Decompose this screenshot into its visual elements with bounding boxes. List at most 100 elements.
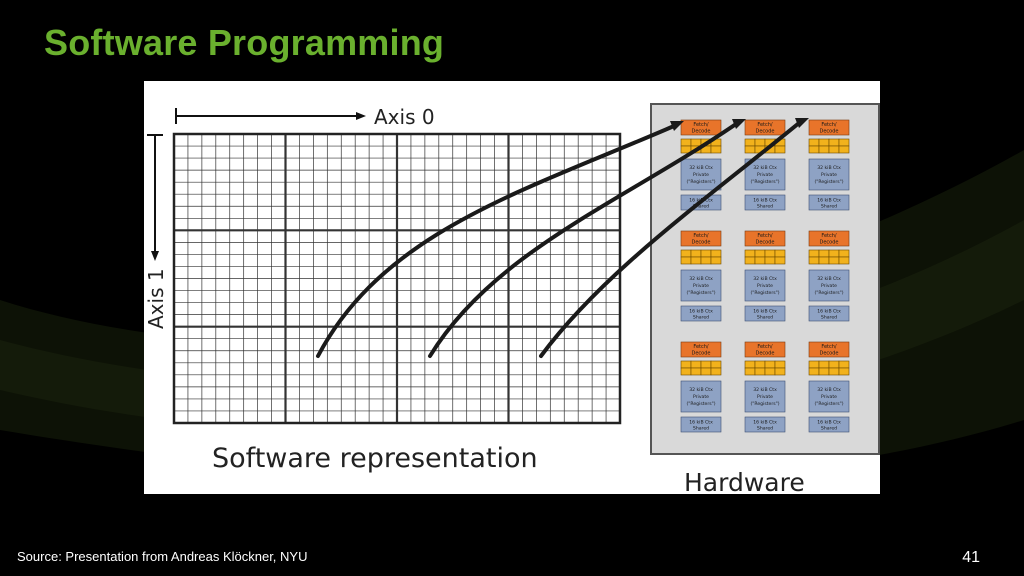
alu-cell: [744, 249, 756, 258]
private-ctx-label: 32 kiB Ctx: [753, 387, 777, 393]
private-ctx-block: [744, 380, 786, 413]
private-ctx-block: [808, 158, 850, 191]
fetch-label: Decode: [756, 351, 775, 357]
fetch-label: Decode: [692, 351, 711, 357]
private-ctx-block: [744, 269, 786, 302]
alu-cell: [764, 360, 776, 369]
alu-cell: [838, 145, 850, 154]
slide-title: Software Programming: [44, 22, 445, 63]
shared-ctx-label: Shared: [693, 426, 709, 432]
private-ctx-label: ("Registers"): [814, 401, 843, 407]
alu-cell: [764, 249, 776, 258]
alu-cell: [774, 256, 786, 265]
alu-cell: [838, 249, 850, 258]
alu-cell: [828, 256, 840, 265]
alu-cell: [754, 367, 766, 376]
shared-ctx-block: [680, 416, 722, 433]
private-ctx-label: ("Registers"): [686, 401, 715, 407]
axis1-arrow: [147, 134, 163, 261]
private-ctx-label: Private: [693, 172, 709, 178]
hardware-caption: Hardware: [684, 468, 805, 494]
fetch-decode-block: [680, 341, 722, 358]
alu-cell: [818, 145, 830, 154]
fetch-label: Decode: [820, 240, 839, 246]
mapping-arrowheads: [670, 118, 809, 131]
shared-ctx-label: 16 kiB Ctx: [817, 198, 841, 204]
private-ctx-label: Private: [821, 394, 837, 400]
alu-cell: [808, 138, 820, 147]
alu-cell: [690, 138, 702, 147]
alu-cell: [774, 145, 786, 154]
fetch-label: Decode: [692, 129, 711, 135]
alu-cell: [690, 367, 702, 376]
alu-cell: [710, 256, 722, 265]
alu-cell: [700, 249, 712, 258]
software-grid: [172, 132, 622, 425]
private-ctx-block: [680, 269, 722, 302]
diagram-figure: Axis 0 Axis 1 Software representation Fe…: [144, 81, 880, 494]
shared-ctx-label: 16 kiB Ctx: [817, 420, 841, 426]
alu-cell: [838, 256, 850, 265]
alu-cell: [680, 249, 692, 258]
shared-ctx-block: [744, 416, 786, 433]
alu-cell: [818, 138, 830, 147]
alu-cell: [680, 256, 692, 265]
private-ctx-label: ("Registers"): [814, 290, 843, 296]
alu-cell: [764, 256, 776, 265]
private-ctx-label: 32 kiB Ctx: [689, 165, 713, 171]
shared-ctx-block: [680, 305, 722, 322]
private-ctx-label: 32 kiB Ctx: [817, 276, 841, 282]
shared-ctx-label: 16 kiB Ctx: [689, 420, 713, 426]
alu-cell: [744, 367, 756, 376]
private-ctx-label: Private: [757, 394, 773, 400]
fetch-label: Decode: [756, 240, 775, 246]
shared-ctx-label: 16 kiB Ctx: [689, 309, 713, 315]
private-ctx-label: 32 kiB Ctx: [689, 387, 713, 393]
fetch-label: Fetch/: [757, 344, 773, 350]
private-ctx-label: ("Registers"): [814, 179, 843, 185]
shared-ctx-label: Shared: [693, 204, 709, 210]
alu-cell: [754, 256, 766, 265]
page-number: 41: [962, 549, 980, 566]
alu-cell: [710, 367, 722, 376]
private-ctx-block: [808, 269, 850, 302]
fetch-label: Fetch/: [821, 122, 837, 128]
alu-cell: [710, 145, 722, 154]
shared-ctx-label: 16 kiB Ctx: [753, 309, 777, 315]
shared-ctx-block: [808, 194, 850, 211]
grid-border: [172, 132, 622, 425]
fetch-decode-block: [744, 119, 786, 136]
fetch-label: Decode: [820, 351, 839, 357]
mapping-arrow-1: [316, 124, 676, 358]
alu-cell: [754, 249, 766, 258]
shared-ctx-label: 16 kiB Ctx: [753, 198, 777, 204]
alu-cell: [774, 360, 786, 369]
alu-cell: [808, 360, 820, 369]
alu-cell: [700, 367, 712, 376]
private-ctx-label: ("Registers"): [750, 290, 779, 296]
private-ctx-label: 32 kiB Ctx: [689, 276, 713, 282]
private-ctx-block: [680, 158, 722, 191]
alu-cell: [680, 360, 692, 369]
alu-cell: [690, 249, 702, 258]
fetch-decode-block: [744, 230, 786, 247]
alu-cell: [744, 138, 756, 147]
alu-cell: [818, 249, 830, 258]
fetch-decode-block: [680, 119, 722, 136]
alu-cell: [838, 367, 850, 376]
alu-cell: [744, 256, 756, 265]
mapping-arrowhead-3: [795, 118, 809, 128]
fetch-label: Fetch/: [821, 233, 837, 239]
fetch-label: Fetch/: [693, 233, 709, 239]
mapping-arrowhead-2: [732, 119, 746, 129]
shared-ctx-label: 16 kiB Ctx: [817, 309, 841, 315]
private-ctx-label: Private: [693, 394, 709, 400]
diagram-canvas: Axis 0 Axis 1 Software representation Fe…: [144, 103, 880, 494]
fetch-label: Fetch/: [693, 122, 709, 128]
shared-ctx-block: [808, 305, 850, 322]
axis1-label: Axis 1: [144, 268, 168, 329]
alu-cell: [818, 256, 830, 265]
alu-cell: [690, 360, 702, 369]
